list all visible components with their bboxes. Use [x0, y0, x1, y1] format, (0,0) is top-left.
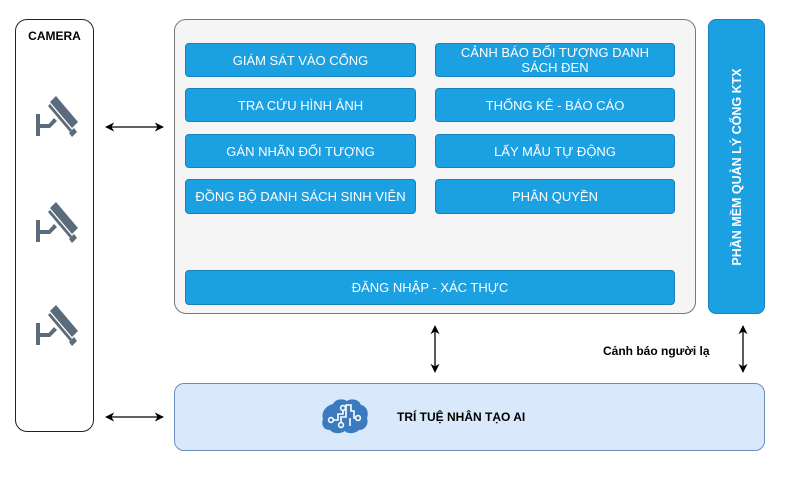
- module-permissions[interactable]: PHÂN QUYỀN: [435, 179, 675, 214]
- module-object-labeling[interactable]: GÁN NHÃN ĐỐI TƯỢNG: [185, 134, 416, 168]
- module-student-list-sync[interactable]: ĐỒNG BỘ DANH SÁCH SINH VIÊN: [185, 179, 416, 214]
- software-title: PHẦN MỀM QUẢN LÝ CỔNG KTX: [729, 67, 744, 266]
- module-auto-sampling[interactable]: LẤY MẪU TỰ ĐỘNG: [435, 134, 675, 168]
- cctv-camera-icon: [36, 96, 78, 137]
- module-login-authentication[interactable]: ĐĂNG NHẬP - XÁC THỰC: [185, 270, 675, 305]
- software-modules-panel: GIÁM SÁT VÀO CỔNG CẢNH BÁO ĐỐI TƯỢNG DAN…: [174, 19, 696, 314]
- camera-title: CAMERA: [28, 29, 81, 43]
- module-gate-monitoring[interactable]: GIÁM SÁT VÀO CỔNG: [185, 43, 416, 77]
- cctv-camera-icon: [36, 202, 78, 243]
- module-statistics-report[interactable]: THỐNG KÊ - BÁO CÁO: [435, 88, 675, 122]
- ai-panel: TRÍ TUỆ NHÂN TẠO AI: [174, 383, 765, 451]
- ai-brain-circuit-icon: [322, 399, 368, 434]
- camera-group: CAMERA: [15, 19, 94, 432]
- cctv-camera-icon: [36, 305, 78, 346]
- module-blacklist-alert[interactable]: CẢNH BÁO ĐỐI TƯỢNG DANH SÁCH ĐEN: [435, 43, 675, 77]
- ai-label: TRÍ TUỆ NHÂN TẠO AI: [397, 410, 526, 424]
- software-title-panel: PHẦN MỀM QUẢN LÝ CỔNG KTX: [708, 19, 765, 314]
- module-image-lookup[interactable]: TRA CỨU HÌNH ẢNH: [185, 88, 416, 122]
- stranger-alert-label: Cảnh báo người lạ: [603, 344, 710, 358]
